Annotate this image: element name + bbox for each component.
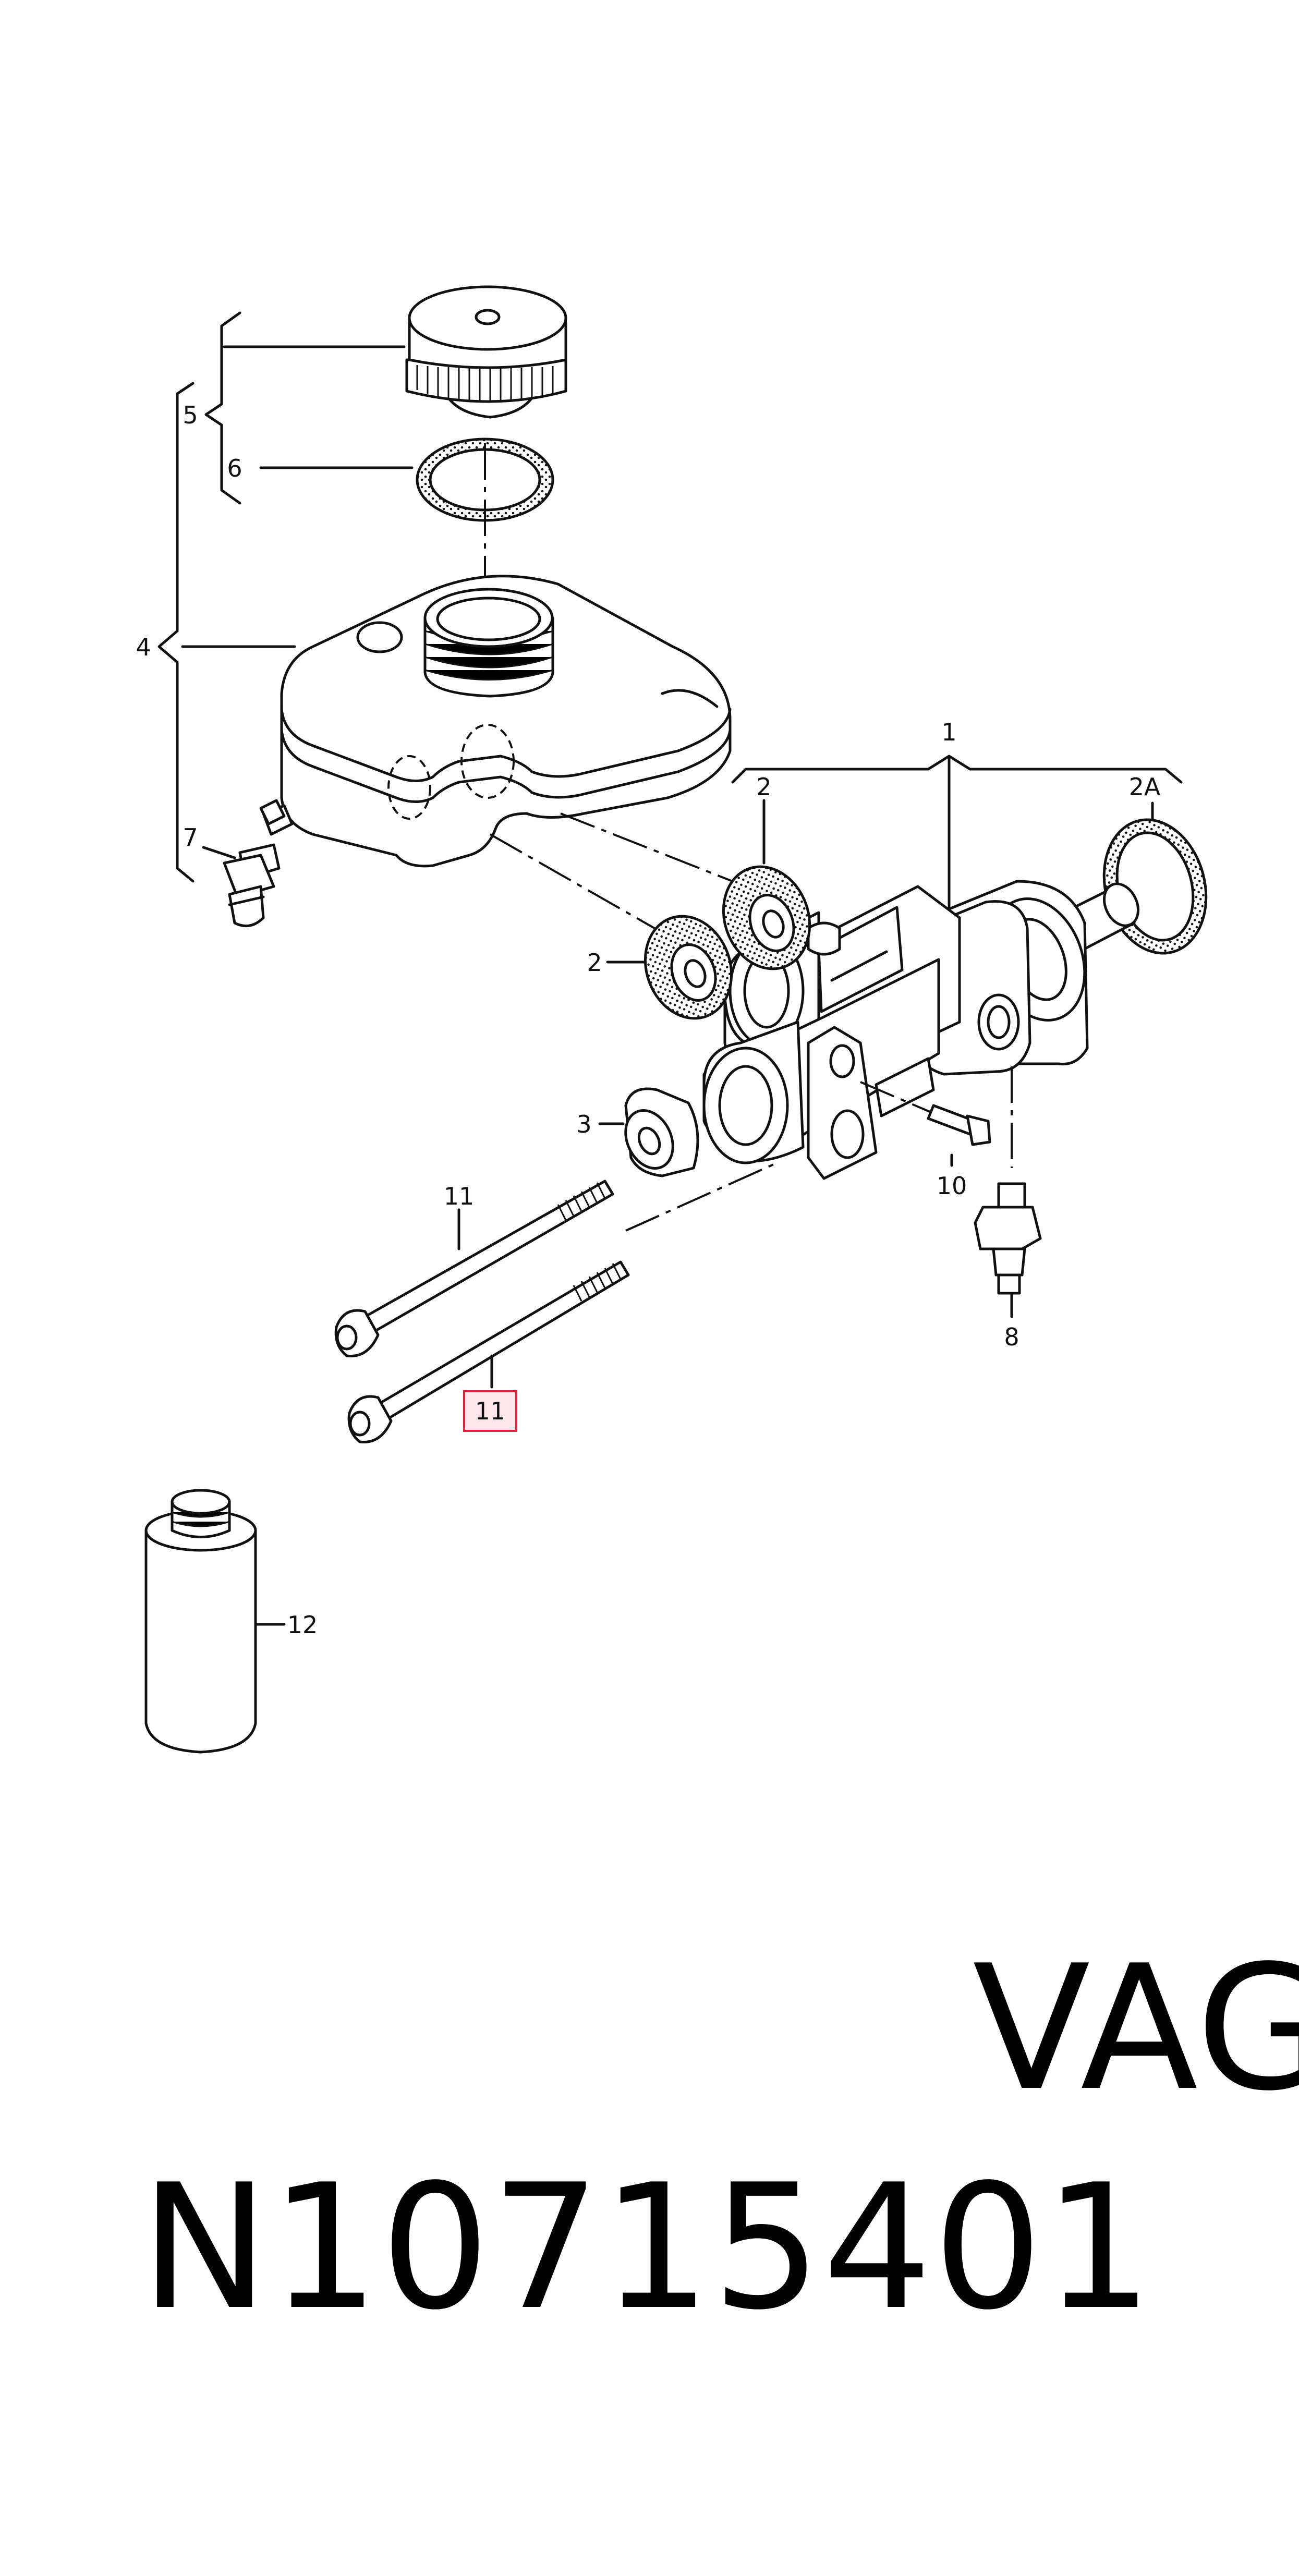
seal-plug xyxy=(598,1087,699,1177)
pressure-switch xyxy=(974,1066,1042,1318)
callout-12: 12 xyxy=(287,1611,318,1639)
bracket-group-1 xyxy=(731,755,1183,922)
callout-6: 6 xyxy=(227,454,242,482)
bracket-group-5 xyxy=(204,311,414,505)
callout-1: 1 xyxy=(941,718,956,746)
axis-outlet-b xyxy=(560,812,746,888)
level-sensor xyxy=(202,843,281,928)
part-caption: N10715401 VAG xyxy=(29,1919,1299,2348)
long-bolt-lower xyxy=(347,1260,630,1443)
reservoir-cap xyxy=(405,285,567,419)
bracket-group-4 xyxy=(157,382,296,883)
callout-10: 10 xyxy=(937,1172,967,1200)
axis-bolt xyxy=(625,1162,778,1232)
callout-8: 8 xyxy=(1004,1323,1019,1351)
callout-3: 3 xyxy=(576,1110,591,1138)
grommet-upper xyxy=(722,865,811,970)
highlighted-callout-box xyxy=(463,1390,517,1432)
callout-11-lower: 11 xyxy=(475,1397,506,1425)
axis-outlet-a xyxy=(490,833,673,940)
part-number: N10715401 xyxy=(140,2147,1155,2348)
long-bolt-upper xyxy=(334,1180,614,1357)
callout-5: 5 xyxy=(183,401,198,429)
callout-4: 4 xyxy=(136,633,151,661)
parts-diagram: 1 2 2 2A 3 4 5 6 7 8 10 11 11 12 xyxy=(136,285,1208,1754)
flange-seal xyxy=(1102,801,1208,955)
grommet-lower xyxy=(644,915,733,1020)
master-cylinder xyxy=(702,880,1139,1180)
callout-2-lower: 2 xyxy=(587,949,602,977)
callout-7: 7 xyxy=(183,823,198,852)
reservoir-tank xyxy=(259,575,732,868)
brake-fluid-bottle xyxy=(144,1489,286,1754)
bolt xyxy=(860,1081,991,1167)
callout-2-upper: 2 xyxy=(756,773,771,801)
brand-name: VAG xyxy=(973,1928,1299,2129)
callout-11-upper: 11 xyxy=(444,1182,475,1210)
callout-2A: 2A xyxy=(1129,773,1161,801)
